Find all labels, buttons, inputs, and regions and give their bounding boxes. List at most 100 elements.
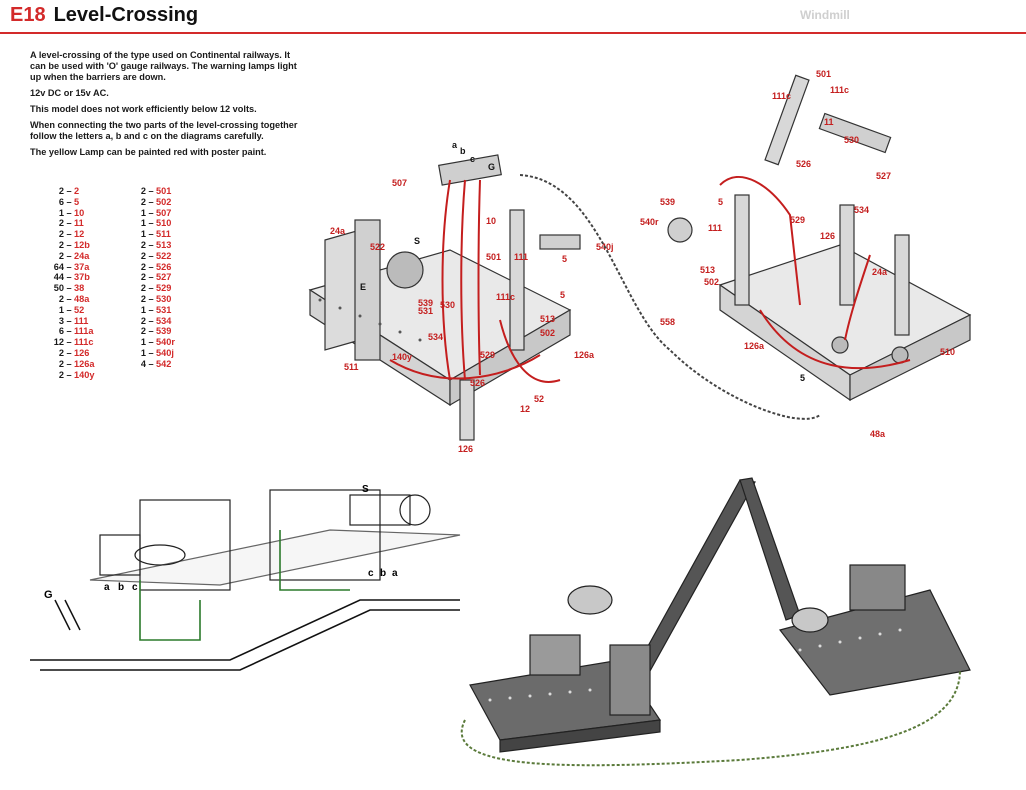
callout-label: 529 <box>480 350 495 360</box>
part-number: 126 <box>74 347 90 358</box>
part-number: 10 <box>74 207 85 218</box>
part-quantity: 2 <box>140 283 146 294</box>
part-number: 511 <box>156 229 171 240</box>
part-quantity: 3 <box>58 315 64 326</box>
parts-list-row: 2–12 <box>42 229 94 240</box>
wiring-label: b <box>118 582 124 593</box>
part-number: 126a <box>74 358 95 369</box>
parts-list-row: 1–510 <box>124 218 175 229</box>
part-number: 12 <box>74 229 85 240</box>
callout-label: 126a <box>744 341 765 351</box>
parts-list-row: 2–126a <box>42 358 95 370</box>
part-number: 24a <box>74 250 90 261</box>
intro-paragraph: The yellow Lamp can be painted red with … <box>30 147 267 157</box>
part-quantity: 2 <box>140 293 146 304</box>
callout-label: c <box>470 154 475 164</box>
callout-label: 534 <box>428 332 443 342</box>
callout-label: 513 <box>700 265 715 275</box>
part-quantity: 2 <box>58 186 64 196</box>
parts-list-row: 2–526 <box>124 262 175 273</box>
intro-text: A level-crossing of the type used on Con… <box>30 50 300 163</box>
part-quantity: 12 <box>53 337 64 348</box>
callout-label: 530 <box>440 300 455 310</box>
part-number: 502 <box>156 196 172 207</box>
part-number: 529 <box>156 283 172 294</box>
part-separator: – <box>66 347 72 358</box>
part-quantity: 50 <box>53 283 64 294</box>
wiring-label: a <box>104 582 110 593</box>
part-number: 52 <box>74 304 85 315</box>
page-header: E18 Level-Crossing <box>10 4 198 30</box>
parts-list-row: 2–502 <box>124 197 175 208</box>
callout-label: 522 <box>370 242 385 252</box>
callout-label: 510 <box>940 347 955 357</box>
parts-list-row: 6–5 <box>42 197 94 208</box>
part-separator: – <box>66 250 72 261</box>
parts-list-row: 1–540j <box>124 348 175 359</box>
header-rule <box>0 32 1026 34</box>
part-separator: – <box>66 326 72 337</box>
part-separator: – <box>148 272 154 283</box>
part-separator: – <box>148 229 154 240</box>
part-number: 522 <box>156 250 172 261</box>
callout-label: 507 <box>392 178 407 188</box>
callout-label: 530 <box>844 135 859 145</box>
part-number: 37a <box>74 261 90 272</box>
part-separator: – <box>66 186 72 196</box>
part-separator: – <box>148 250 154 261</box>
part-number: 530 <box>156 293 172 304</box>
part-quantity: 2 <box>58 239 64 250</box>
part-separator: – <box>148 196 154 207</box>
callout-label: 527 <box>876 171 891 181</box>
callout-label: 502 <box>704 277 719 287</box>
callout-label: 111c <box>830 85 849 95</box>
callout-label: 111 <box>514 252 528 262</box>
part-quantity: 2 <box>58 358 64 369</box>
parts-list-row: 1–511 <box>124 229 175 240</box>
wiring-label: c <box>368 568 374 579</box>
callout-label: 11 <box>824 117 834 127</box>
part-separator: – <box>148 337 154 348</box>
part-quantity: 2 <box>140 186 146 196</box>
part-quantity: 64 <box>53 261 64 272</box>
part-separator: – <box>148 347 154 358</box>
parts-list-row: 1–10 <box>42 208 94 219</box>
callout-label: 529 <box>790 215 805 225</box>
part-separator: – <box>66 196 72 207</box>
parts-list-row: 3–111 <box>42 316 94 327</box>
part-separator: – <box>66 283 72 294</box>
callout-label: 501 <box>816 69 831 79</box>
parts-list-row: 2–11 <box>42 218 94 229</box>
part-number: 38 <box>74 283 85 294</box>
callout-label: 111 <box>708 223 722 233</box>
parts-list-row: 1–52 <box>42 305 94 316</box>
part-number: 2 <box>74 186 80 196</box>
part-quantity: 2 <box>58 369 64 380</box>
part-separator: – <box>66 315 72 326</box>
part-separator: – <box>148 186 154 196</box>
part-quantity: 1 <box>140 207 146 218</box>
part-separator: – <box>66 229 72 240</box>
part-quantity: 4 <box>140 358 146 369</box>
part-separator: – <box>148 239 154 250</box>
part-number: 140y <box>74 369 95 380</box>
part-separator: – <box>148 304 154 315</box>
callout-label: 501 <box>486 252 501 262</box>
part-quantity: 2 <box>140 261 146 272</box>
faded-heading: Windmill <box>800 8 850 22</box>
part-separator: – <box>66 218 72 229</box>
part-quantity: 2 <box>58 347 64 358</box>
callout-label: 5 <box>718 197 723 207</box>
callout-label: 48a <box>870 429 886 439</box>
part-quantity: 2 <box>140 250 146 261</box>
part-number: 501 <box>156 186 172 196</box>
part-number: 111a <box>74 326 94 337</box>
parts-list-row: 64–37a <box>42 262 94 273</box>
part-number: 111c <box>74 337 94 348</box>
part-quantity: 6 <box>58 196 64 207</box>
part-separator: – <box>66 272 72 283</box>
callout-label: E <box>360 282 366 292</box>
part-number: 11 <box>74 218 84 229</box>
part-separator: – <box>66 337 72 348</box>
callout-label: 5 <box>562 254 567 264</box>
